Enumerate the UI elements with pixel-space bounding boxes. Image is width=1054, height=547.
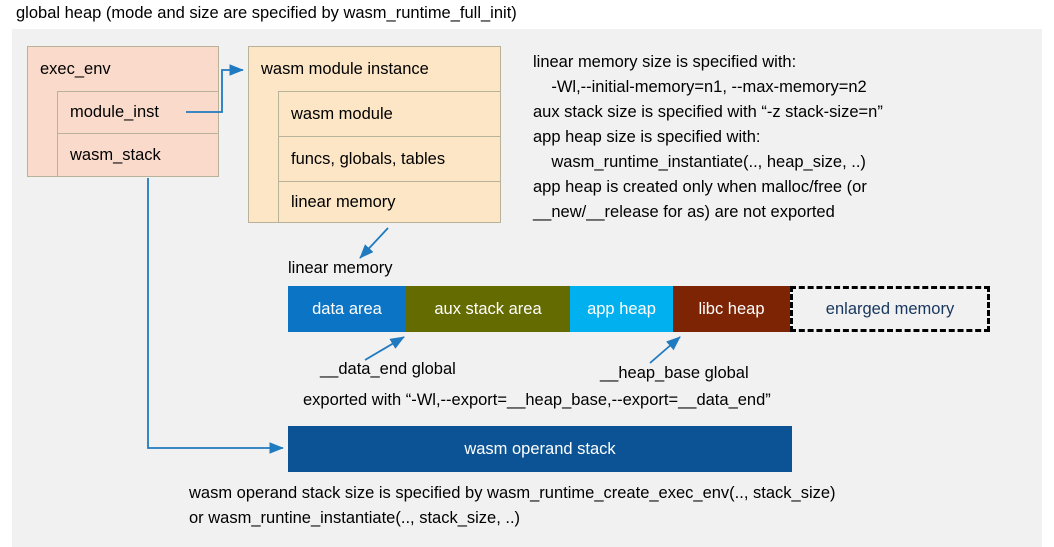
module-instance-header: wasm module instance xyxy=(249,47,500,91)
segment-label: enlarged memory xyxy=(825,299,955,318)
module-instance-row-wasm-module: wasm module xyxy=(278,91,500,136)
module-instance-row-funcs-globals-tables: funcs, globals, tables xyxy=(278,136,500,181)
segment-label: data area xyxy=(312,299,382,318)
segment-data-area: data area xyxy=(288,286,406,332)
wasm-operand-stack-label: wasm operand stack xyxy=(464,439,616,458)
segment-libc-heap: libc heap xyxy=(673,286,790,332)
segment-app-heap: app heap xyxy=(570,286,673,332)
heap-base-global-label: __heap_base global xyxy=(600,364,749,382)
segment-enlarged-memory: enlarged memory xyxy=(790,286,990,332)
wasm-module-instance-box: wasm module instance wasm module funcs, … xyxy=(248,46,501,223)
linear-memory-caption: linear memory xyxy=(288,259,393,277)
exec-env-header-label: exec_env xyxy=(40,59,111,78)
module-instance-row-label: funcs, globals, tables xyxy=(291,149,446,168)
exec-env-row-label: module_inst xyxy=(70,103,159,121)
exec-env-row-wasm-stack: wasm_stack xyxy=(57,133,218,176)
page-title: global heap (mode and size are specified… xyxy=(16,4,517,22)
data-end-global-label: __data_end global xyxy=(320,360,456,378)
segment-aux-stack-area: aux stack area xyxy=(406,286,570,332)
exec-env-row-label: wasm_stack xyxy=(70,145,161,164)
segment-label: aux stack area xyxy=(434,299,542,318)
exec-env-header: exec_env xyxy=(28,47,218,91)
linear-memory-note: linear memory size is specified with: -W… xyxy=(533,53,883,221)
operand-stack-note: wasm operand stack size is specified by … xyxy=(189,484,836,527)
module-instance-row-label: wasm module xyxy=(291,104,393,123)
exec-env-row-module-inst: module_inst xyxy=(57,91,218,133)
export-flags-note: exported with “-Wl,--export=__heap_base,… xyxy=(303,391,771,409)
module-instance-row-label: linear memory xyxy=(291,192,396,211)
segment-label: app heap xyxy=(587,299,656,318)
module-instance-header-label: wasm module instance xyxy=(261,59,429,78)
wasm-operand-stack-box: wasm operand stack xyxy=(288,426,792,472)
module-instance-row-linear-memory: linear memory xyxy=(278,181,500,222)
exec-env-box: exec_env module_inst wasm_stack xyxy=(27,46,219,177)
segment-label: libc heap xyxy=(698,299,765,318)
